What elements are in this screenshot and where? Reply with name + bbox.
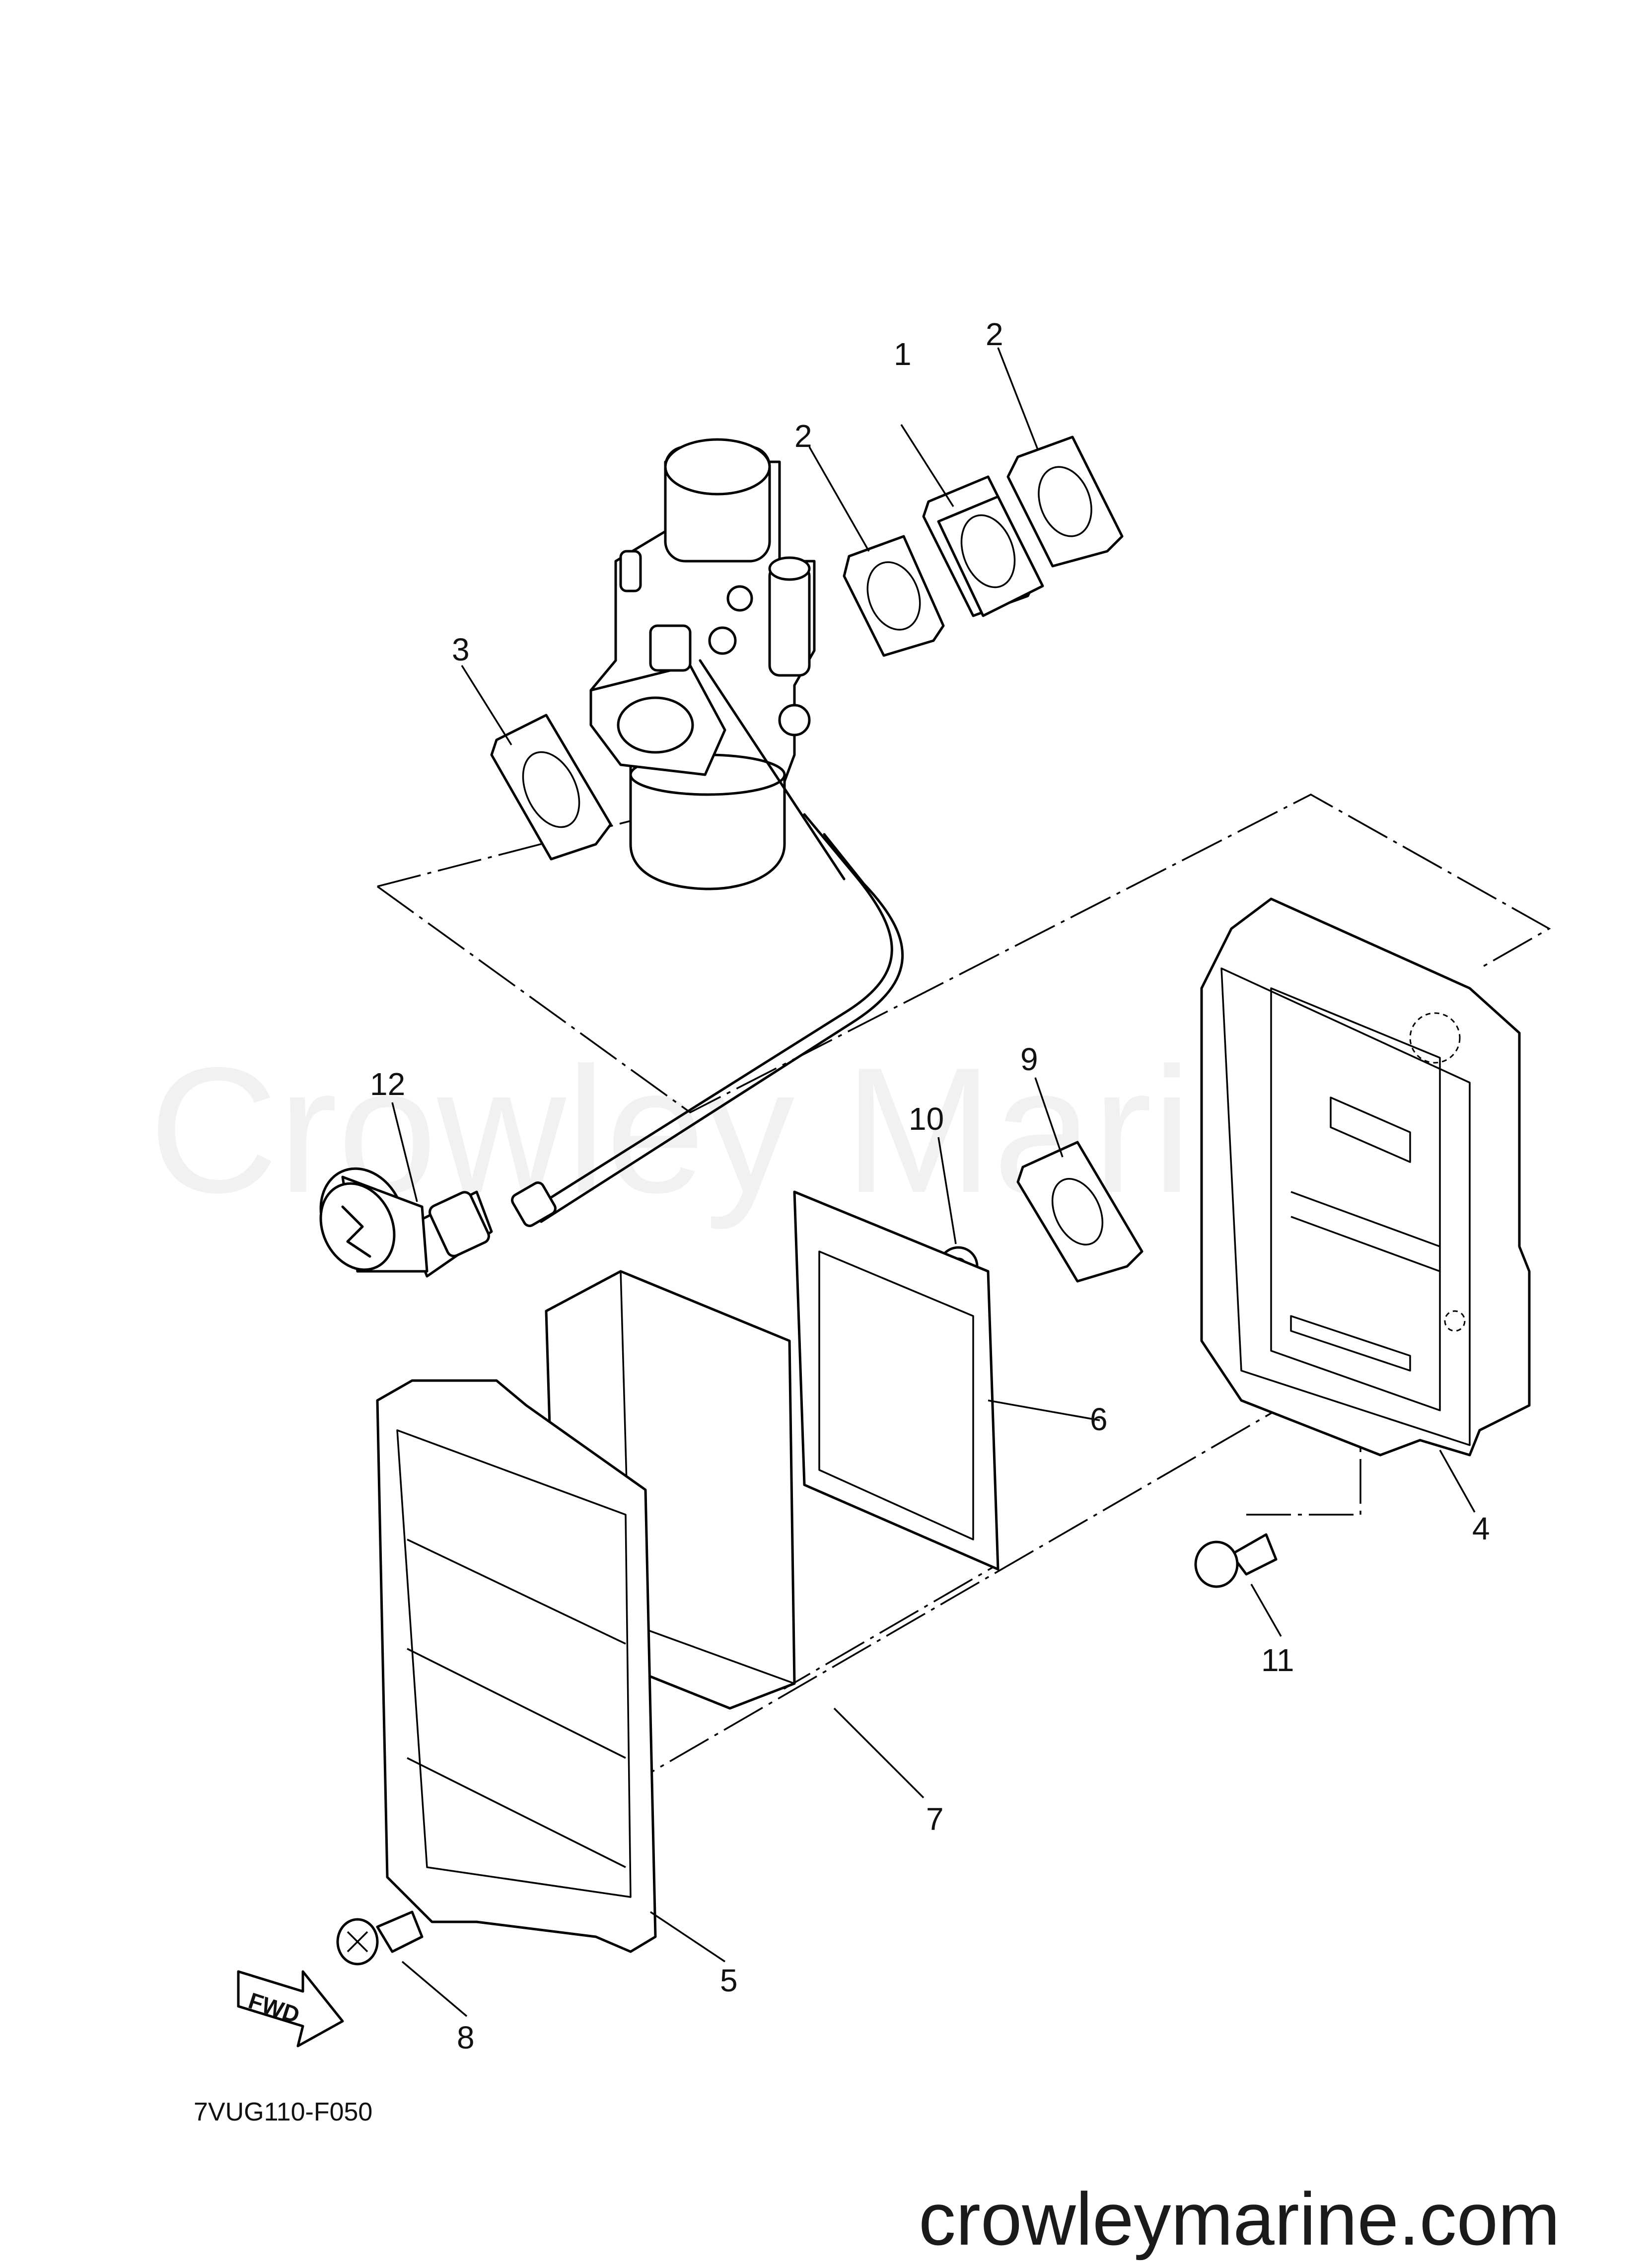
air-cleaner-cover [376,1379,657,1953]
bolt-11 [1194,1533,1278,1588]
callout-10: 10 [909,1101,944,1137]
callout-12: 12 [370,1066,405,1102]
callout-2-left: 2 [794,418,812,454]
leader-lines [391,347,1476,2017]
callout-2-right: 2 [986,316,1003,352]
gasket-9 [1016,1141,1143,1283]
gasket-right [1006,436,1124,568]
callout-7: 7 [926,1801,944,1837]
gasket-3 [490,714,612,861]
insulator-block [922,475,1044,617]
diagram-code: 7VUG110-F050 [194,2098,372,2126]
callout-11: 11 [1261,1642,1294,1678]
choke-knob [319,1167,493,1278]
fwd-arrow-icon: FWD [237,1970,344,2048]
callout-1: 1 [894,336,912,372]
screw-8 [336,1910,424,1966]
callout-9: 9 [1020,1041,1038,1077]
carburetor [589,438,846,890]
air-cleaner-case [1200,897,1531,1457]
callout-8: 8 [457,2020,475,2055]
site-url: crowleymarine.com [919,2177,1560,2261]
callout-labels: 1 2 2 3 4 5 6 7 8 9 10 11 12 [370,316,1490,2055]
element-holder [793,1190,999,1571]
callout-3: 3 [452,632,470,667]
callout-6: 6 [1090,1401,1108,1437]
callout-5: 5 [720,1963,738,1998]
callout-4: 4 [1472,1511,1490,1546]
choke-cable [511,813,904,1227]
gasket-left [843,535,945,657]
